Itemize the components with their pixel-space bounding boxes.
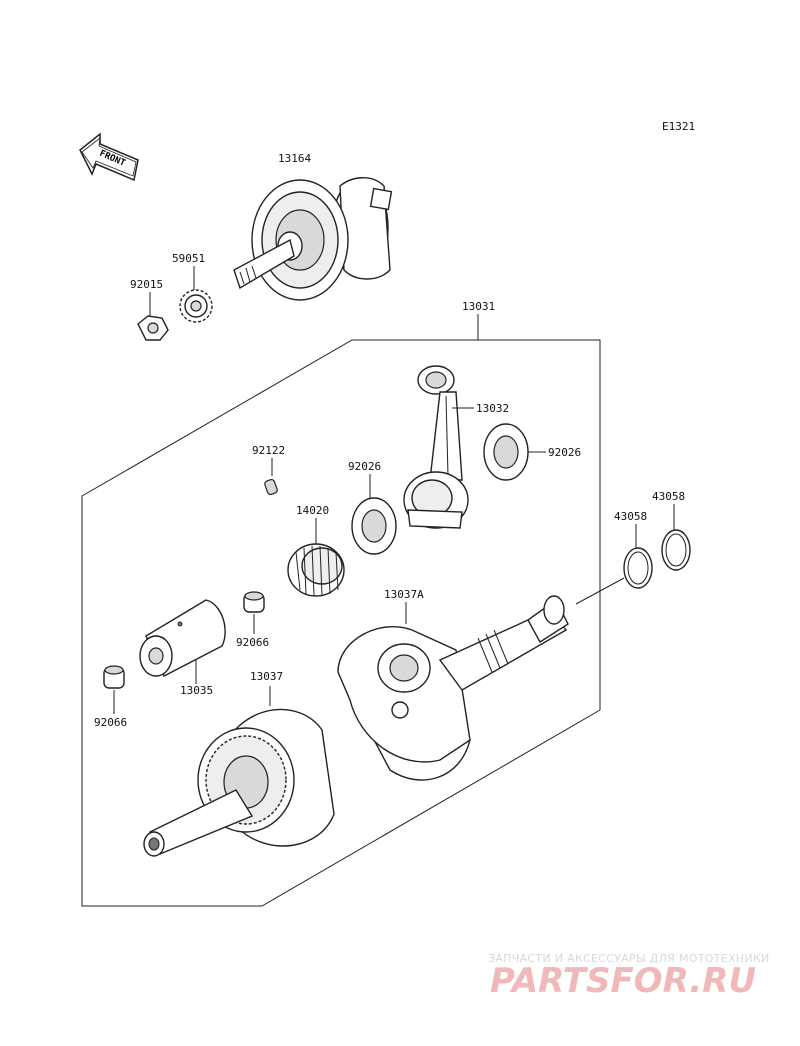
bushing-92066-upper xyxy=(243,591,265,613)
connecting-rod-13032 xyxy=(403,365,469,529)
label-13032: 13032 xyxy=(476,402,509,415)
bushing-92066-lower xyxy=(103,665,125,689)
ring-43058-back xyxy=(661,529,691,571)
label-92026-right: 92026 xyxy=(548,446,581,459)
label-43058-back: 43058 xyxy=(652,490,685,503)
watermark-tagline: ЗАПЧАСТИ И АКСЕССУАРЫ ДЛЯ МОТОТЕХНИКИ xyxy=(488,952,770,965)
nut-92015 xyxy=(137,315,169,341)
label-43058-front: 43058 xyxy=(614,510,647,523)
label-92066-upper: 92066 xyxy=(236,636,269,649)
label-13164: 13164 xyxy=(278,152,311,165)
ring-43058-front xyxy=(623,547,653,589)
pin-92122 xyxy=(264,478,278,496)
label-92066-lower: 92066 xyxy=(94,716,127,729)
front-arrow-icon: FRONT xyxy=(79,132,139,182)
diagram-code: E1321 xyxy=(662,120,695,133)
label-13037: 13037 xyxy=(250,670,283,683)
label-92026-left: 92026 xyxy=(348,460,381,473)
needle-bearing-14020 xyxy=(287,543,345,597)
gear-59051 xyxy=(179,289,213,323)
watermark-brand: PARTSFOR.RU xyxy=(490,961,756,1001)
balancer-shaft-13164 xyxy=(233,177,393,301)
label-92122: 92122 xyxy=(252,444,285,457)
label-14020: 14020 xyxy=(296,504,329,517)
assembly-outline xyxy=(81,339,601,907)
label-59051: 59051 xyxy=(172,252,205,265)
label-13037A: 13037A xyxy=(384,588,424,601)
crank-pin-13035 xyxy=(139,599,226,677)
crankshaft-half-13037 xyxy=(143,708,335,857)
label-92015: 92015 xyxy=(130,278,163,291)
label-13035: 13035 xyxy=(180,684,213,697)
crankshaft-half-13037A xyxy=(337,595,569,781)
washer-92026-right xyxy=(483,423,529,481)
label-13031: 13031 xyxy=(462,300,495,313)
washer-92026-left xyxy=(351,497,397,555)
